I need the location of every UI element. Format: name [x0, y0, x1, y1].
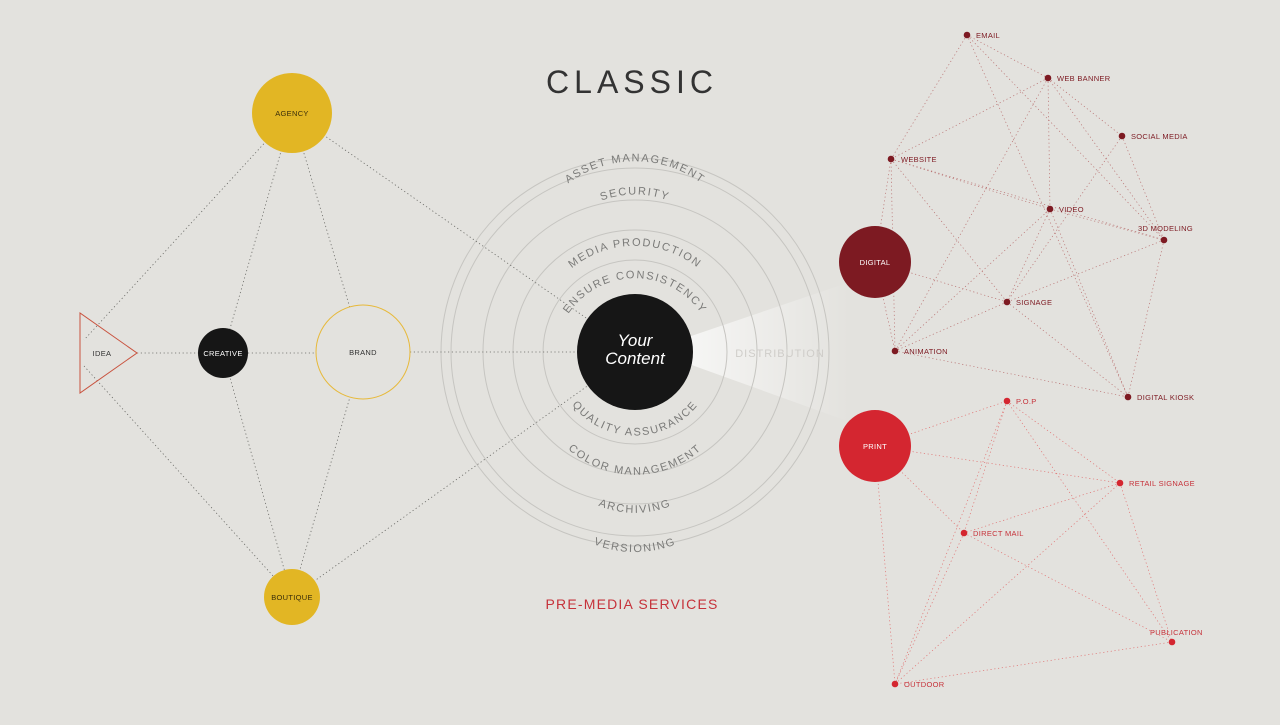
- svg-text:3D MODELING: 3D MODELING: [1138, 224, 1193, 233]
- your-content-node[interactable]: [577, 294, 693, 410]
- agency-label: AGENCY: [275, 109, 308, 118]
- svg-text:DIRECT MAIL: DIRECT MAIL: [973, 529, 1024, 538]
- digital-node-web-banner[interactable]: WEB BANNER: [1044, 74, 1111, 83]
- creative-label: CREATIVE: [203, 349, 242, 358]
- digital-node-animation[interactable]: ANIMATION: [891, 347, 948, 356]
- svg-text:RETAIL SIGNAGE: RETAIL SIGNAGE: [1129, 479, 1195, 488]
- your-content-line2: Content: [605, 349, 666, 368]
- svg-text:WEBSITE: WEBSITE: [901, 155, 937, 164]
- digital-network-edges: [874, 34, 1165, 398]
- print-node-direct-mail[interactable]: DIRECT MAIL: [960, 529, 1024, 538]
- digital-node-digital-kiosk[interactable]: DIGITAL KIOSK: [1124, 393, 1195, 402]
- page-title: CLASSIC: [546, 64, 718, 100]
- ring-label-archiving: ARCHIVING: [597, 497, 673, 516]
- distribution-beam: [650, 282, 850, 422]
- ring-label-asset-management: ASSET MANAGEMENT: [563, 152, 707, 186]
- idea-node[interactable]: IDEA: [79, 312, 138, 394]
- digital-node[interactable]: DIGITAL: [839, 226, 911, 298]
- svg-text:WEB BANNER: WEB BANNER: [1057, 74, 1111, 83]
- print-network-edges: [874, 400, 1173, 685]
- svg-text:VIDEO: VIDEO: [1059, 205, 1084, 214]
- distribution-label: DISTRIBUTION: [735, 348, 825, 360]
- print-node-pop[interactable]: P.O.P: [1003, 397, 1037, 406]
- print-label: PRINT: [863, 442, 887, 451]
- svg-text:OUTDOOR: OUTDOOR: [904, 680, 945, 689]
- ring-label-media-production: MEDIA PRODUCTION: [566, 237, 703, 271]
- svg-text:P.O.P: P.O.P: [1016, 397, 1037, 406]
- digital-node-email[interactable]: EMAIL: [963, 31, 1000, 40]
- idea-label: IDEA: [93, 349, 112, 358]
- pre-media-services-label: PRE-MEDIA SERVICES: [545, 596, 718, 612]
- ring-label-color-management: COLOR MANAGEMENT: [566, 442, 704, 478]
- digital-node-signage[interactable]: SIGNAGE: [1003, 298, 1053, 307]
- brand-node[interactable]: BRAND: [315, 304, 411, 400]
- print-node-retail-signage[interactable]: RETAIL SIGNAGE: [1116, 479, 1195, 488]
- boutique-label: BOUTIQUE: [271, 593, 313, 602]
- svg-text:SOCIAL MEDIA: SOCIAL MEDIA: [1131, 132, 1188, 141]
- digital-node-social-media[interactable]: SOCIAL MEDIA: [1118, 132, 1188, 141]
- boutique-node[interactable]: BOUTIQUE: [264, 569, 320, 625]
- svg-text:PUBLICATION: PUBLICATION: [1150, 628, 1203, 637]
- digital-node-website[interactable]: WEBSITE: [887, 155, 937, 164]
- brand-label: BRAND: [349, 348, 377, 357]
- ring-label-versioning: VERSIONING: [592, 536, 677, 556]
- digital-node-video[interactable]: VIDEO: [1046, 205, 1084, 214]
- svg-text:EMAIL: EMAIL: [976, 31, 1000, 40]
- print-node-publication[interactable]: PUBLICATION: [1150, 628, 1203, 646]
- svg-text:SIGNAGE: SIGNAGE: [1016, 298, 1052, 307]
- print-node[interactable]: PRINT: [839, 410, 911, 482]
- your-content-line1: Your: [618, 331, 654, 350]
- digital-node-3d-modeling[interactable]: 3D MODELING: [1138, 224, 1193, 244]
- ring-label-security: SECURITY: [599, 185, 672, 203]
- digital-label: DIGITAL: [860, 258, 891, 267]
- creative-node[interactable]: CREATIVE: [198, 328, 248, 378]
- agency-node[interactable]: AGENCY: [252, 73, 332, 153]
- print-node-outdoor[interactable]: OUTDOOR: [891, 680, 945, 689]
- svg-text:DIGITAL KIOSK: DIGITAL KIOSK: [1137, 393, 1194, 402]
- svg-text:ANIMATION: ANIMATION: [904, 347, 948, 356]
